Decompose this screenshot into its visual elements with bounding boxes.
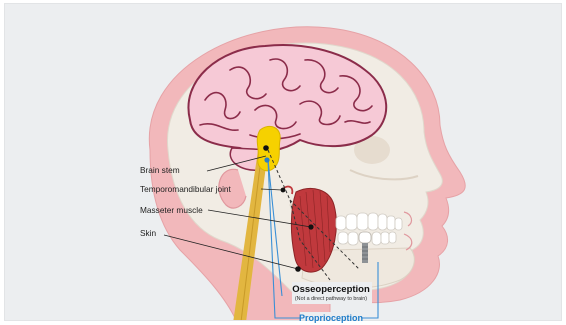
label-proprioception: Proprioception (299, 313, 363, 323)
label-osseo-note: (Not a direct pathway to brain) (295, 296, 367, 302)
label-masseter-muscle: Masseter muscle (140, 205, 203, 215)
label-temporomandibular-joint: Temporomandibular joint (140, 184, 232, 194)
label-osseoperception: Osseoperception (292, 284, 370, 295)
label-skin: Skin (140, 228, 157, 238)
label-brain-stem: Brain stem (140, 165, 180, 175)
